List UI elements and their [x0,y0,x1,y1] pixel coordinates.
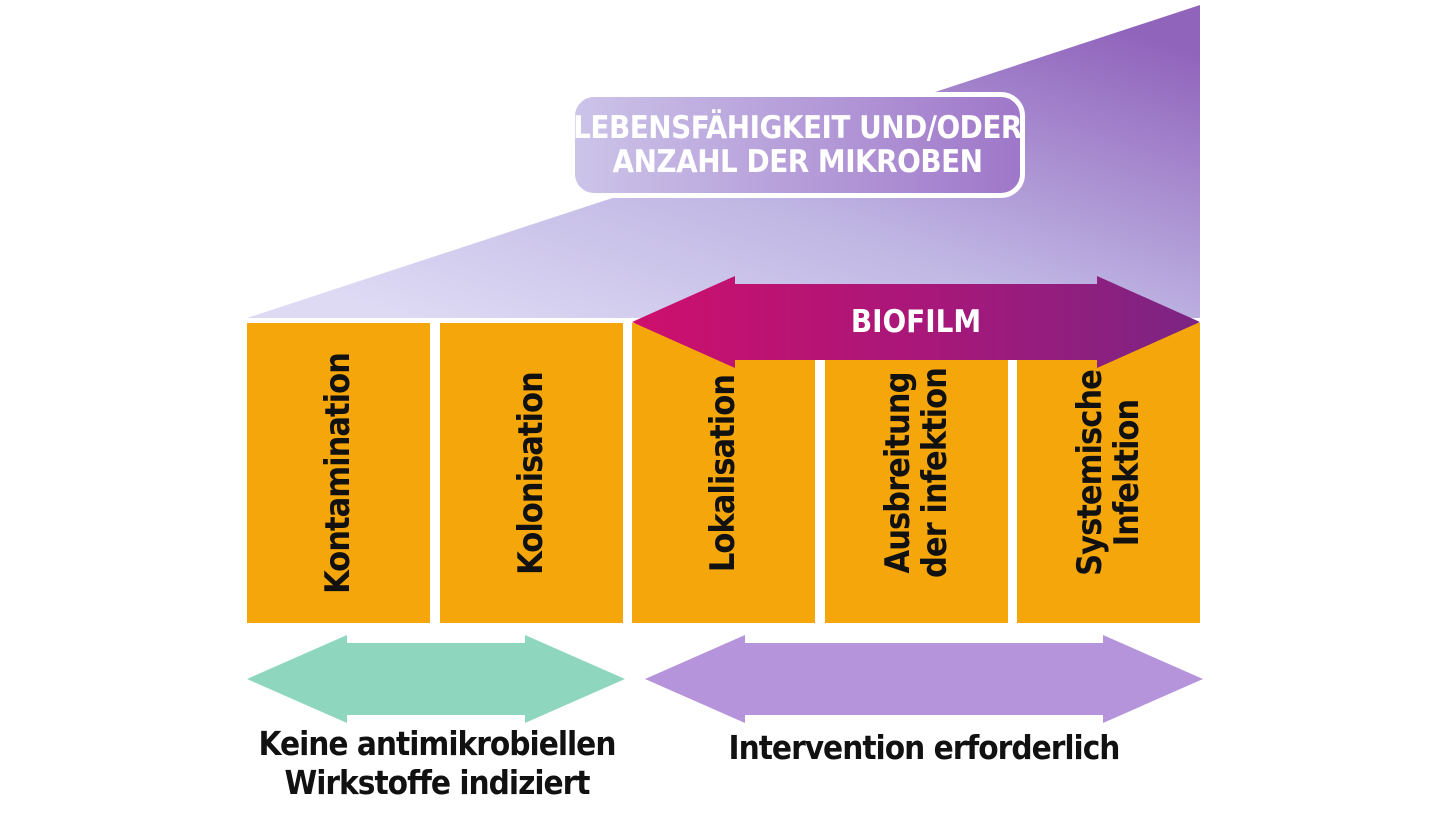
stage-box-kolonisation: Kolonisation [440,323,623,623]
stage-label: Systemische Infektion [1069,370,1147,576]
stage-label: Kolonisation [511,371,551,575]
stage-label-line1: Lokalisation [703,374,743,572]
stage-label-line1: Kolonisation [511,371,551,575]
no-antimicrobials-double-arrow [247,635,625,723]
stage-label-line1: Systemische [1069,370,1110,576]
stage-label-line2: Infektion [1106,399,1147,547]
title-line1: LEBENSFÄHIGKEIT UND/ODER [573,110,1022,146]
stage-label-line1: Kontamination [318,352,358,594]
stage-box-kontamination: Kontamination [247,323,430,623]
stage-label: Kontamination [318,352,358,594]
intervention-caption: Intervention erforderlich [664,728,1184,767]
title-box: LEBENSFÄHIGKEIT UND/ODER ANZAHL DER MIKR… [570,92,1025,198]
stage-label-line1: Ausbreitung [877,372,918,574]
stage-label-line2: der infektion [914,368,955,578]
no-antimicrobials-caption: Keine antimikrobiellen Wirkstoffe indizi… [187,724,687,802]
biofilm-double-arrow: BIOFILM [632,276,1200,368]
caption-line1: Keine antimikrobiellen [258,724,617,763]
caption-line1: Intervention erforderlich [728,728,1121,767]
stage-label: Lokalisation [703,374,743,572]
stage-box-lokalisation: Lokalisation [632,323,815,623]
stage-box-systemische-infektion: Systemische Infektion [1017,323,1200,623]
stage-label: Ausbreitung der infektion [877,368,955,578]
title-line2: ANZAHL DER MIKROBEN [612,144,983,180]
intervention-double-arrow [645,635,1203,723]
caption-line2: Wirkstoffe indiziert [284,763,590,802]
biofilm-label: BIOFILM [850,304,982,340]
stage-box-ausbreitung: Ausbreitung der infektion [825,323,1008,623]
